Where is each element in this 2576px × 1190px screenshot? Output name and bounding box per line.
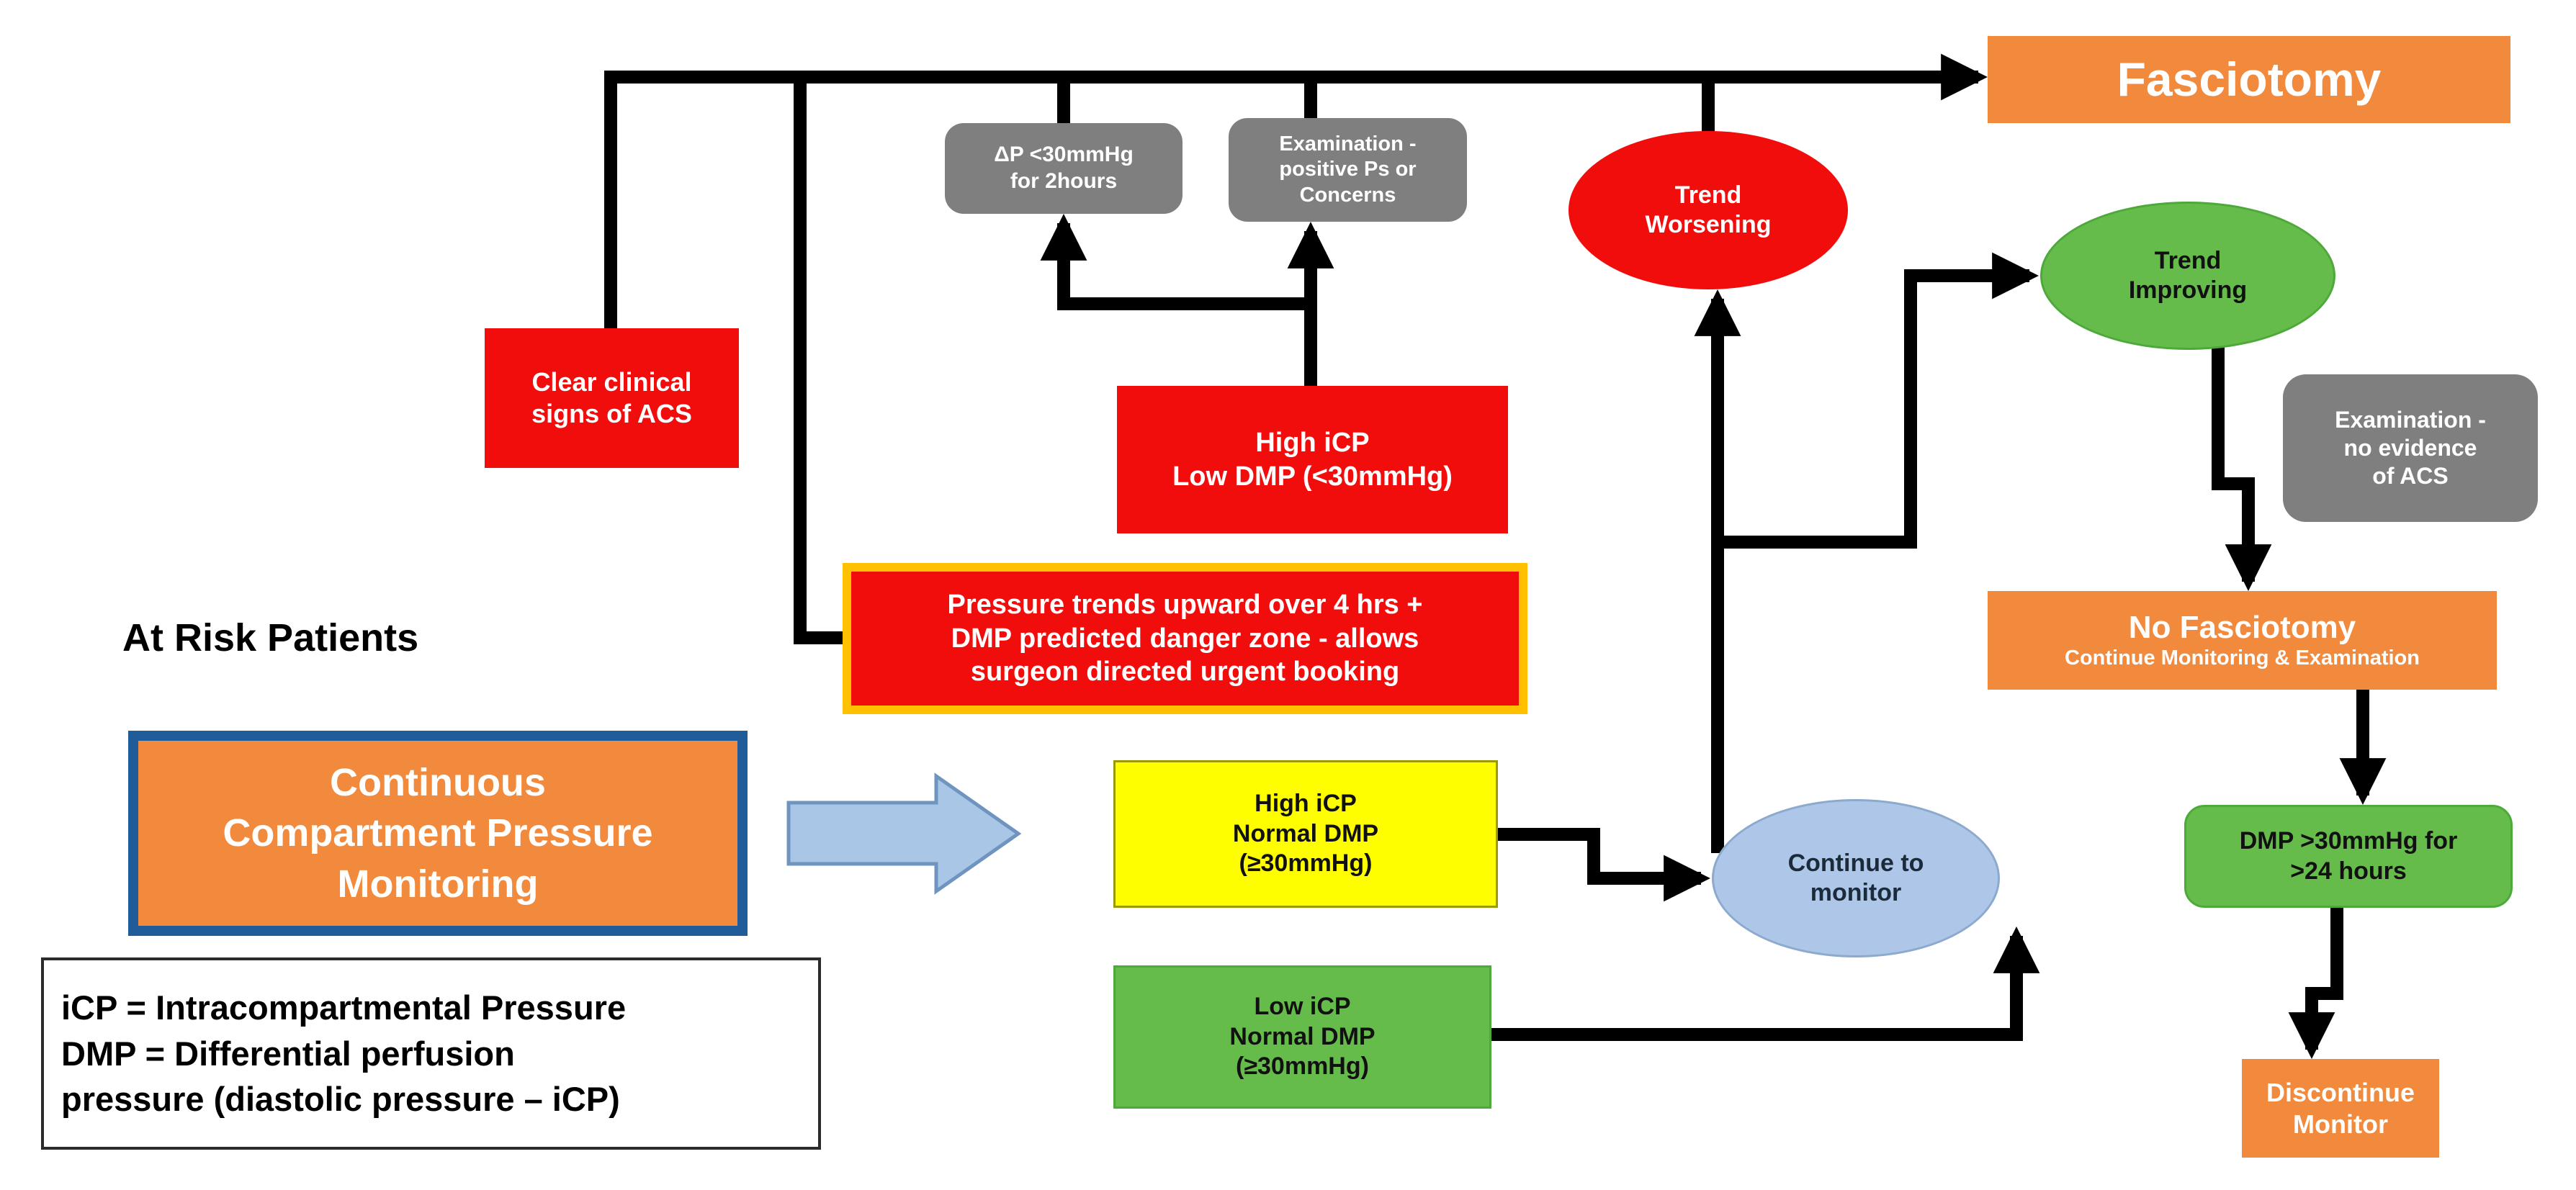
connector-highicp-to-deltap xyxy=(1040,214,1311,310)
node-no-fasciotomy: No Fasciotomy Continue Monitoring & Exam… xyxy=(1988,591,2497,690)
node-fasciotomy: Fasciotomy xyxy=(1988,36,2510,123)
node-high-icp-low-dmp: High iCP Low DMP (<30mmHg) xyxy=(1117,386,1508,533)
abbreviations-legend: iCP = Intracompartmental Pressure DMP = … xyxy=(41,957,821,1150)
no-fasciotomy-subtitle: Continue Monitoring & Examination xyxy=(2065,646,2420,670)
node-clear-clinical-signs: Clear clinical signs of ACS xyxy=(485,328,739,468)
no-fasciotomy-title: No Fasciotomy xyxy=(2128,609,2356,645)
node-continuous-compartment-pressure-monitoring: Continuous Compartment Pressure Monitori… xyxy=(128,731,748,936)
connector-lowgreen-to-monitor xyxy=(1491,927,2040,1041)
node-low-icp-normal-dmp: Low iCP Normal DMP (≥30mmHg) xyxy=(1113,965,1491,1109)
node-dmp-over-30-for-24h: DMP >30mmHg for >24 hours xyxy=(2184,805,2513,908)
node-continue-to-monitor: Continue to monitor xyxy=(1712,799,2000,957)
node-deltap-condition: ΔP <30mmHg for 2hours xyxy=(945,123,1182,214)
node-exam-positive: Examination - positive Ps or Concerns xyxy=(1229,118,1467,222)
connector-clear-signs-to-fasciotomy xyxy=(604,53,1988,328)
connector-improving-to-nofasciotomy xyxy=(2212,335,2272,591)
node-pressure-trends-upward: Pressure trends upward over 4 hrs + DMP … xyxy=(843,563,1527,714)
node-exam-no-evidence: Examination - no evidence of ACS xyxy=(2283,374,2538,522)
node-trend-worsening: Trend Worsening xyxy=(1569,131,1848,289)
connector-yellow-to-monitor xyxy=(1498,828,1710,902)
connector-dmp-to-discontinue xyxy=(2288,908,2343,1059)
monitoring-flow-arrow-icon xyxy=(786,772,1022,895)
at-risk-patients-label: At Risk Patients xyxy=(122,616,419,660)
connector-monitor-to-improving xyxy=(1718,252,2039,549)
node-discontinue-monitor: Discontinue Monitor xyxy=(2242,1059,2439,1158)
node-high-icp-normal-dmp: High iCP Normal DMP (≥30mmHg) xyxy=(1113,760,1498,908)
node-trend-improving: Trend Improving xyxy=(2040,202,2335,350)
connector-pressure-trends-riser xyxy=(794,77,853,644)
